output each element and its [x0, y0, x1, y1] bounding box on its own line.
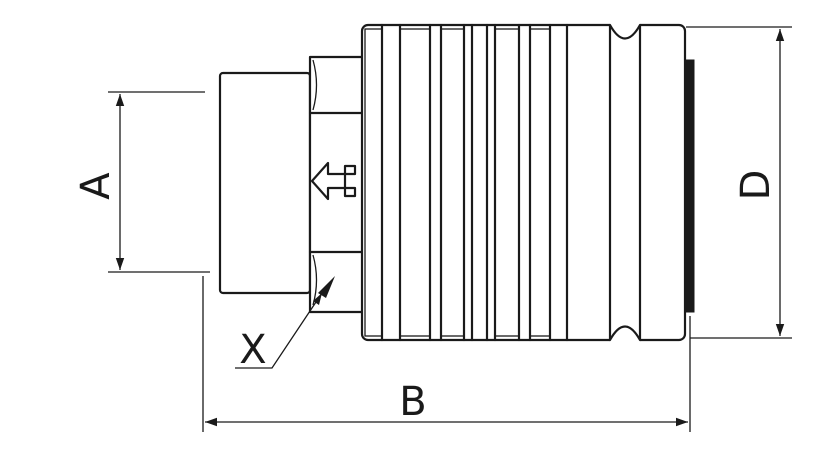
- dimension-b: B: [202, 276, 691, 432]
- flow-direction-icon: [310, 161, 357, 201]
- dimension-a-label: A: [73, 172, 119, 200]
- dimension-d: D: [686, 26, 792, 339]
- dimension-a: A: [73, 91, 210, 273]
- threaded-port: [218, 71, 312, 295]
- hex-body: [308, 55, 367, 314]
- dimension-d-label: D: [733, 170, 779, 201]
- coupling-sleeve: [360, 23, 687, 342]
- dimension-b-label: B: [399, 379, 426, 425]
- sleeve-groove: [608, 22, 642, 343]
- leader-x-label: X: [239, 327, 266, 373]
- end-seal-ring: [684, 59, 695, 313]
- leader-x: X: [235, 276, 335, 373]
- sleeve-segment-lines: [380, 23, 642, 342]
